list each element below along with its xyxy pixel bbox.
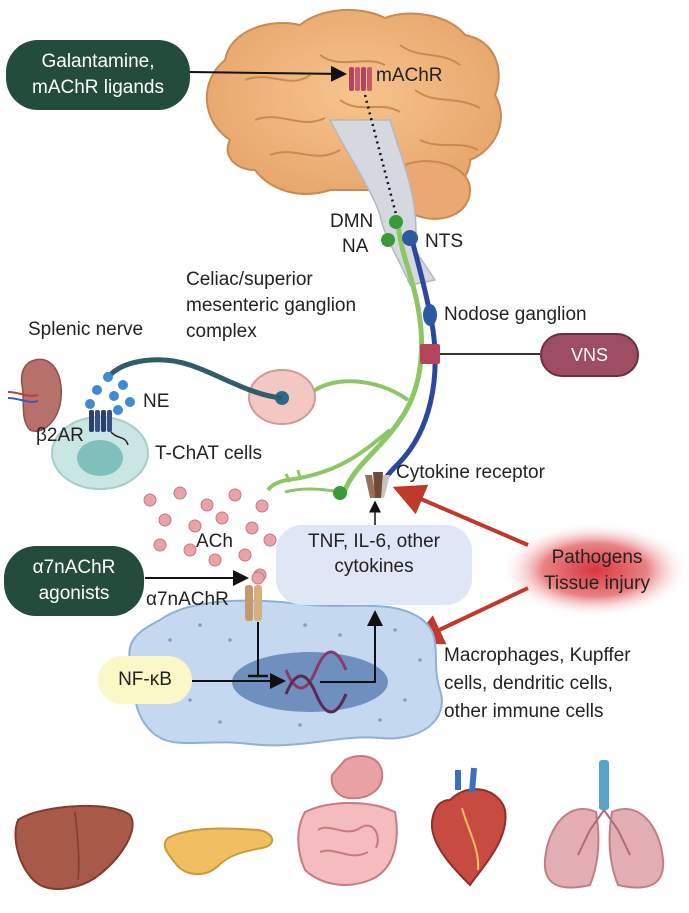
cytokine-receptor-label: Cytokine receptor (396, 462, 545, 483)
a7-agonists-line2: agonists (38, 583, 110, 604)
dmn-nucleus (389, 215, 403, 229)
liver-icon (14, 804, 134, 890)
efferent-vagus-fiber (342, 223, 425, 491)
pathogens-label: Pathogens Tissue injury (522, 545, 672, 597)
drug-galantamine-pill: Galantamine, mAChR ligands (6, 40, 190, 110)
pathogen-to-receptor-arrow (392, 484, 529, 547)
dmn-label: DMN (330, 211, 374, 232)
b2ar-label: β2AR (36, 425, 84, 446)
machr-label: mAChR (376, 65, 443, 86)
nts-label: NTS (425, 231, 463, 252)
central-pathway-dotted (363, 94, 400, 223)
immune-label-line1: Macrophages, Kupffer (444, 645, 631, 666)
ach-dots (143, 486, 277, 582)
celiac-label-line1: Celiac/superior (186, 269, 313, 290)
spleen-icon (7, 358, 62, 432)
nodose-label: Nodose ganglion (444, 304, 587, 325)
cytokine-line1: TNF, IL-6, other (308, 531, 440, 552)
ne-label: NE (143, 391, 170, 412)
splenic-nerve-fiber (108, 357, 283, 401)
immune-label-line2: cells, dendritic cells, (444, 673, 613, 694)
pathogens-line2: Tissue injury (544, 573, 650, 594)
drug-galantamine-line1: Galantamine, (41, 51, 155, 72)
drug-galantamine-line2: mAChR ligands (32, 77, 164, 98)
ne-dots (85, 372, 135, 415)
intestine-icon (297, 755, 398, 886)
macrophage-texture (148, 623, 422, 727)
lungs-icon (543, 760, 665, 889)
nerve-terminals (284, 469, 347, 500)
na-label: NA (342, 236, 369, 257)
pathogens-line1: Pathogens (551, 547, 643, 568)
pathogens-glow (500, 522, 689, 618)
dna-icon (284, 650, 348, 714)
ach-label: ACh (196, 531, 233, 552)
vns-badge: VNS (540, 333, 639, 377)
cytokine-box: TNF, IL-6, other cytokines (276, 525, 472, 605)
celiac-label-line3: complex (186, 321, 257, 342)
machr-receptor-icon (349, 67, 372, 91)
tchat-nucleus (77, 440, 123, 476)
dna-to-cytokine-arrow (320, 610, 383, 683)
splenic-nerve-label: Splenic nerve (28, 319, 144, 340)
celiac-label-line2: mesenteric ganglion (186, 295, 357, 316)
nfkb-box: NF-κB (98, 656, 192, 704)
a7nachr-receptor-icon (245, 571, 265, 621)
vns-cuff-icon (420, 344, 440, 364)
heart-icon (430, 767, 507, 887)
nts-nucleus (402, 230, 418, 246)
a7-agonists-line1: α7nAChR (32, 557, 116, 578)
pathogen-to-macrophage-arrow (410, 586, 529, 645)
na-nucleus (381, 233, 395, 247)
nodose-ganglion-icon (423, 304, 437, 326)
afferent-vagus-fiber (377, 239, 438, 493)
tchat-label: T-ChAT cells (155, 443, 262, 464)
immune-label-line3: other immune cells (444, 701, 604, 722)
pancreas-icon (163, 827, 273, 875)
a7nachr-label: α7nAChR (146, 589, 229, 610)
a7-agonists-pill: α7nAChR agonists (4, 546, 144, 616)
cytokine-line2: cytokines (334, 556, 414, 577)
cytokine-receptor-icon (365, 472, 390, 498)
efferent-branch-immune (266, 428, 392, 492)
drug-arrow (189, 65, 347, 82)
b2ar-receptor-icon (89, 410, 129, 446)
